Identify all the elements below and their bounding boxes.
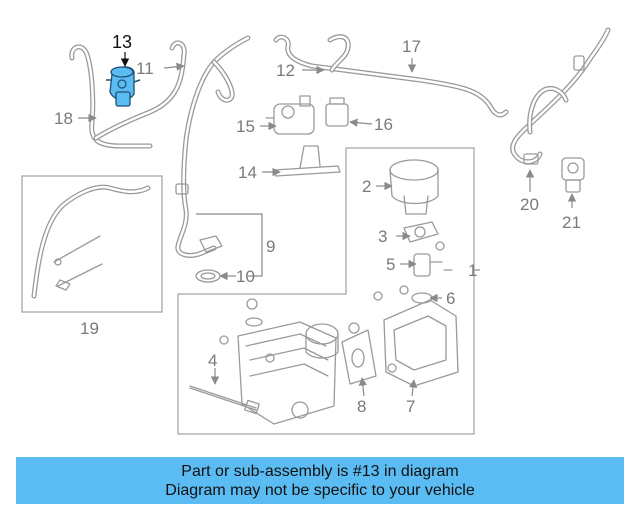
callout-4[interactable]: 4 [208, 351, 217, 370]
egr-cooler [219, 298, 339, 425]
callout-18[interactable]: 18 [54, 109, 73, 128]
part-20-tube [510, 27, 611, 165]
callout-9[interactable]: 9 [266, 237, 275, 256]
assembly-box-1 [177, 147, 475, 435]
banner-line-disclaimer: Diagram may not be specific to your vehi… [165, 481, 475, 499]
callout-21[interactable]: 21 [562, 213, 581, 232]
part-7-housing [348, 299, 459, 387]
part-4-bolt [189, 385, 260, 415]
part-14-bracket [273, 145, 341, 177]
part-9-tube [175, 35, 251, 258]
part-2-valve [389, 159, 439, 215]
inset-box-19 [21, 175, 163, 313]
part-6-oring [373, 285, 433, 304]
callout-15[interactable]: 15 [236, 117, 255, 136]
callout-20[interactable]: 20 [520, 195, 539, 214]
info-banner: Part or sub-assembly is #13 in diagram D… [16, 457, 624, 504]
callout-11[interactable]: 11 [136, 59, 154, 78]
banner-line-part: Part or sub-assembly is #13 in diagram [181, 462, 459, 480]
part-8-plate [341, 329, 377, 385]
callout-10[interactable]: 10 [236, 267, 255, 286]
callout-17[interactable]: 17 [402, 37, 421, 56]
part-10-gasket [195, 269, 221, 283]
part-12-17-tubes [273, 34, 509, 118]
callout-12[interactable]: 12 [276, 61, 295, 80]
callout-14[interactable]: 14 [238, 163, 257, 182]
parts-diagram: 1 2 3 4 5 6 7 8 9 10 11 12 13 14 15 16 1… [21, 27, 611, 435]
callout-2[interactable]: 2 [362, 177, 371, 196]
part-21-sensor [561, 157, 585, 193]
part-16-connector [325, 97, 349, 127]
callout-1[interactable]: 1 [468, 261, 477, 280]
callout-6[interactable]: 6 [446, 289, 455, 308]
part-11-hose [93, 40, 187, 141]
callout-8[interactable]: 8 [357, 397, 366, 416]
callout-13[interactable]: 13 [112, 32, 132, 52]
part-18-hose [69, 44, 153, 149]
callout-5[interactable]: 5 [386, 255, 395, 274]
callout-7[interactable]: 7 [406, 397, 415, 416]
part-5-sensor [413, 253, 453, 277]
part-15-valve [265, 95, 315, 135]
callout-numbers: 1 2 3 4 5 6 7 8 9 10 11 12 13 14 15 16 1… [54, 32, 581, 416]
callout-16[interactable]: 16 [374, 115, 393, 134]
callout-19[interactable]: 19 [80, 319, 99, 338]
callout-3[interactable]: 3 [378, 227, 387, 246]
leader-lines [78, 52, 577, 397]
part-13-highlighted[interactable] [106, 66, 141, 107]
